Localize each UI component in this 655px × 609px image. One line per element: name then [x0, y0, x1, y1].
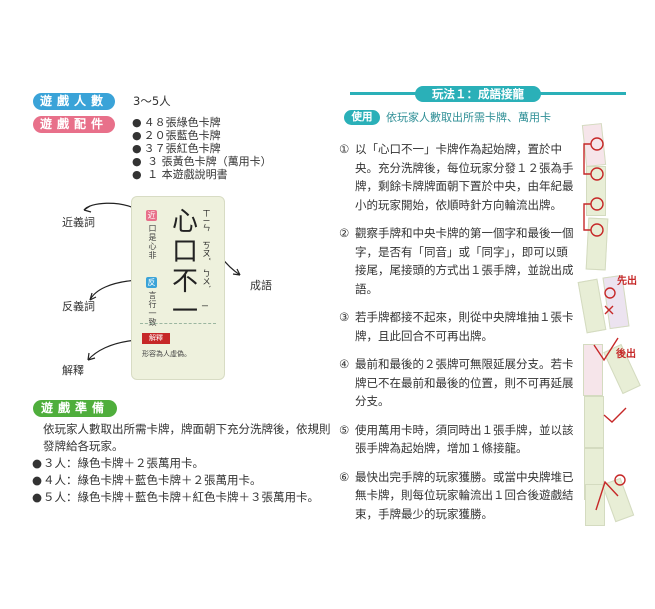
zhuyin: ㄧ: [201, 302, 209, 311]
component-item: １ 本遊戲說明書: [132, 168, 272, 181]
chain-card: [583, 344, 603, 396]
antonym-tag: 反: [146, 277, 157, 288]
players-label: 遊戲人數: [33, 93, 115, 110]
components-list: ４８張綠色卡牌 ２０張藍色卡牌 ３７張紅色卡牌 ３ 張黃色卡牌（萬用卡） １ 本…: [132, 116, 272, 181]
explain-tag: 解釋: [142, 333, 170, 344]
preparation-rule: ●５人：綠色卡牌＋藍色卡牌＋紅色卡牌＋３張萬用卡。: [32, 490, 319, 504]
use-text: 依玩家人數取出所需卡牌、萬用卡: [386, 111, 551, 124]
idiom-char: 不: [171, 267, 198, 297]
title-rule-right: [536, 92, 626, 95]
title-rule-left: [350, 92, 420, 95]
component-item: ４８張綠色卡牌: [132, 116, 272, 129]
callout-idiom: 成語: [250, 279, 272, 292]
zhuyin: ㄅㄨˋ: [202, 269, 211, 289]
components-label: 遊戲配件: [33, 116, 115, 133]
preparation-body: 依玩家人數取出所需卡牌，牌面朝下充分洗牌後，依規則發牌給各玩家。 ●３人：綠色卡…: [32, 421, 332, 506]
gameplay-title: 玩法１：成語接龍: [415, 86, 541, 102]
preparation-label: 遊戲準備: [33, 400, 117, 417]
component-item: ３ 張黃色卡牌（萬用卡）: [132, 155, 272, 168]
later-played-label: 後出: [616, 349, 636, 360]
example-idiom-card: 近 口是心非 反 言行一致 心 口 不 一 ㄒㄧㄣ ㄎㄡˇ ㄅㄨˋ ㄧ 解釋 形…: [131, 196, 225, 380]
callout-antonym: 反義詞: [62, 300, 95, 313]
explanation-text: 形容為人虛偽。: [142, 350, 191, 358]
preparation-rule: ●３人：綠色卡牌＋２張萬用卡。: [32, 456, 204, 470]
zhuyin: ㄒㄧㄣ: [202, 209, 211, 232]
preparation-rule: ●４人：綠色卡牌＋藍色卡牌＋２張萬用卡。: [32, 473, 262, 487]
chain-connectors: [583, 137, 627, 511]
first-played-label: 先出: [617, 276, 637, 287]
idiom-char: 一: [171, 297, 198, 327]
chain-card: [585, 484, 605, 526]
antonym-text: 言行一致: [148, 291, 157, 327]
zhuyin: ㄎㄡˇ: [202, 241, 211, 261]
idiom-chars: 心 口 不 一: [170, 207, 200, 327]
component-item: ２０張藍色卡牌: [132, 129, 272, 142]
preparation-intro: 依玩家人數取出所需卡牌，牌面朝下充分洗牌後，依規則發牌給各玩家。: [43, 422, 331, 453]
synonym-tag: 近: [146, 210, 157, 221]
callout-explanation: 解釋: [62, 364, 84, 377]
card-divider: [140, 323, 216, 324]
players-value: 3～5人: [133, 94, 171, 108]
synonym-text: 口是心非: [148, 224, 157, 260]
callout-synonym: 近義詞: [62, 216, 95, 229]
chain-card: [584, 396, 604, 448]
idiom-char: 心: [171, 207, 198, 237]
component-item: ３７張紅色卡牌: [132, 142, 272, 155]
use-label: 使用: [344, 110, 380, 125]
idiom-char: 口: [171, 237, 198, 267]
